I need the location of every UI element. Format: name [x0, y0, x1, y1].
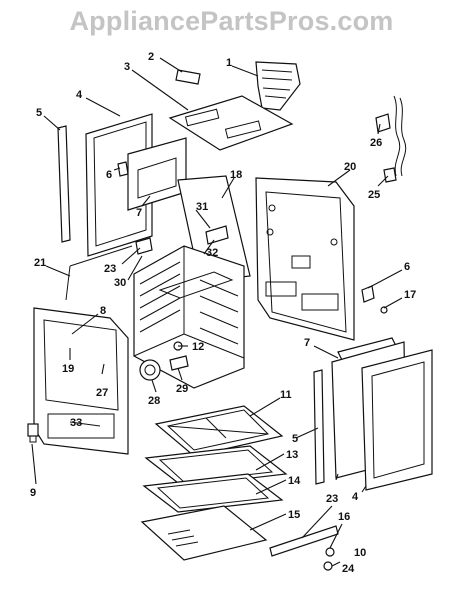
callout-11: 11	[280, 389, 292, 401]
callout-16: 16	[338, 511, 350, 523]
callout-28: 28	[148, 395, 160, 407]
part-burner	[139, 341, 189, 381]
callout-15: 15	[288, 509, 300, 521]
callout-5-left: 5	[36, 107, 42, 119]
callout-23-right: 23	[326, 493, 338, 505]
callout-labels: 1 2 3 4 5 6 7 18 31 32 23 30 21 20 26 25…	[30, 51, 416, 575]
callout-7-right: 7	[304, 337, 310, 349]
callout-24: 24	[342, 563, 355, 575]
callout-18: 18	[230, 169, 242, 181]
callout-10: 10	[354, 547, 366, 559]
callout-30: 30	[114, 277, 126, 289]
part-vent-duct	[255, 61, 301, 111]
callout-6-right: 6	[404, 261, 410, 273]
part-wiring-harness	[375, 95, 407, 183]
part-side-panel-right	[361, 349, 433, 491]
callout-1: 1	[226, 57, 232, 69]
part-kick-plate	[269, 525, 339, 557]
callout-5-right: 5	[292, 433, 298, 445]
part-side-trim-right	[313, 369, 325, 485]
part-front-frame	[33, 307, 129, 455]
part-drawer-bottom	[140, 505, 268, 561]
callout-9: 9	[30, 487, 36, 499]
callout-14: 14	[288, 475, 301, 487]
part-side-panel-left	[85, 113, 153, 257]
callout-26: 26	[370, 137, 382, 149]
callout-25: 25	[368, 189, 380, 201]
callout-12: 12	[192, 341, 204, 353]
part-gasket	[65, 245, 133, 301]
leader-lines	[31, 57, 403, 567]
callout-13: 13	[286, 449, 298, 461]
callout-3: 3	[124, 61, 130, 73]
part-bracket	[175, 69, 201, 85]
callout-27: 27	[96, 387, 108, 399]
callout-8: 8	[100, 305, 106, 317]
callout-29: 29	[176, 383, 188, 395]
callout-20: 20	[344, 161, 356, 173]
callout-23-left: 23	[104, 263, 116, 275]
part-screws	[323, 547, 335, 571]
part-hinge-left	[117, 161, 129, 177]
part-small-brackets	[135, 225, 229, 255]
callout-31: 31	[196, 201, 208, 213]
part-leveler-foot	[27, 423, 39, 443]
callout-2: 2	[148, 51, 154, 63]
callout-19: 19	[62, 363, 74, 375]
part-top-vent-plate	[168, 95, 294, 151]
part-drawer-frame-lower	[142, 473, 284, 513]
callout-6-left: 6	[106, 169, 112, 181]
watermark: AppliancePartsPros.com	[69, 6, 394, 36]
part-side-trim-left	[57, 125, 71, 243]
callout-4-right: 4	[352, 491, 359, 503]
callout-33: 33	[70, 417, 82, 429]
callout-4-left: 4	[76, 89, 83, 101]
part-oven-cavity	[133, 245, 245, 389]
callout-21: 21	[34, 257, 46, 269]
part-screw-17	[380, 306, 388, 314]
callout-32: 32	[206, 247, 218, 259]
part-oven-bottom	[154, 405, 284, 457]
callout-17: 17	[404, 289, 416, 301]
callout-7-left: 7	[136, 207, 142, 219]
part-back-panel	[255, 177, 355, 341]
part-hinge-right	[361, 285, 375, 303]
